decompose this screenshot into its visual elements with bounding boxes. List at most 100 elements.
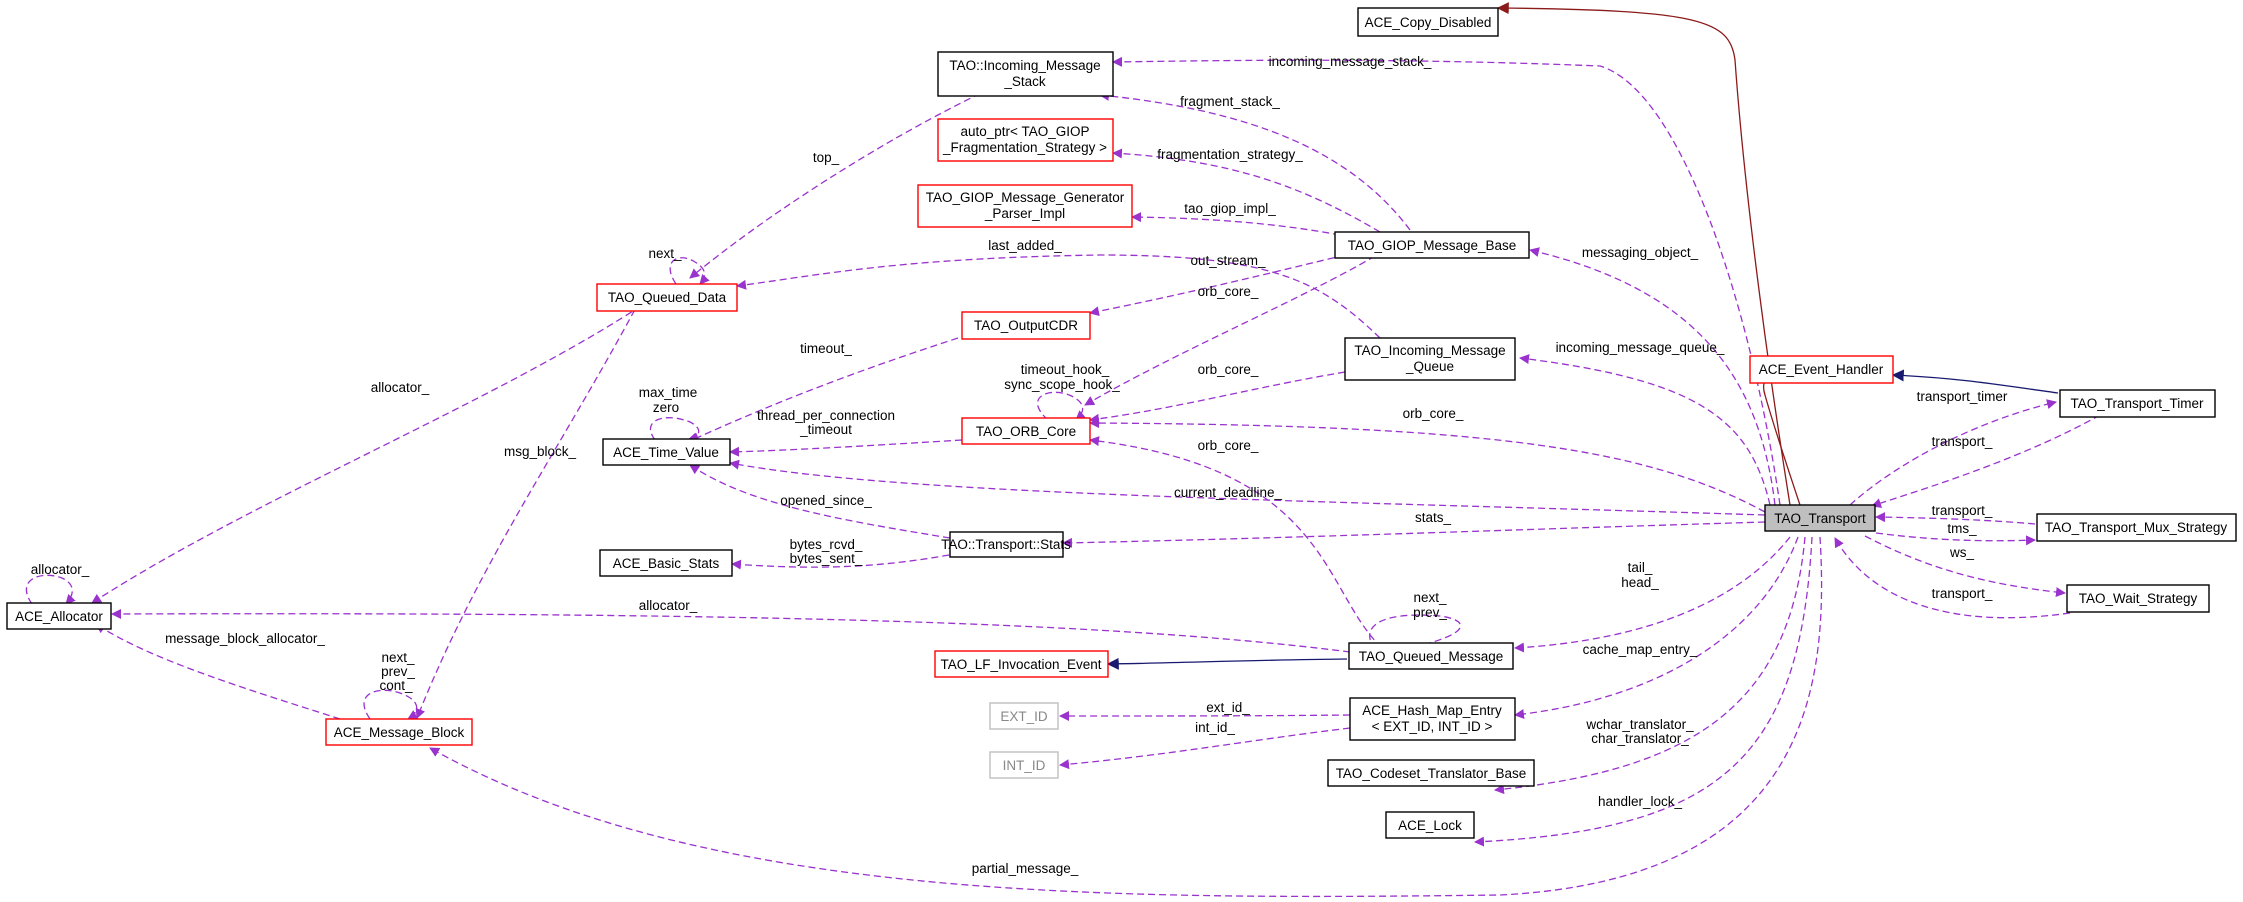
svg-text:EXT_ID: EXT_ID [1000, 709, 1048, 724]
edge-label-msg-block: msg_block_ [504, 444, 577, 459]
svg-text:TAO_Wait_Strategy: TAO_Wait_Strategy [2079, 591, 2198, 606]
svg-text:TAO_Queued_Message: TAO_Queued_Message [1359, 649, 1504, 664]
node-orb-core[interactable]: TAO_ORB_Core [961, 417, 1091, 445]
node-incoming-message-stack[interactable]: TAO::Incoming_Message _Stack [937, 51, 1114, 97]
edge-label-next-message-block: next_ [381, 650, 415, 665]
edge-label-thread-per-connection: thread_per_connection [757, 408, 895, 423]
edge-tail-head: tail_ head_ [1514, 536, 1791, 653]
svg-text:ACE_Copy_Disabled: ACE_Copy_Disabled [1365, 15, 1492, 30]
edge-label-prev-message-block: prev_ [381, 664, 415, 679]
edge-orb-core-4: orb_core_ [1089, 436, 1391, 656]
edge-label-bytes-rcvd: bytes_rcvd_ [790, 537, 863, 552]
edge-transport-from-wait: transport_ [1834, 537, 2071, 619]
edge-label-fragmentation-strategy: fragmentation_strategy_ [1157, 147, 1303, 162]
node-int-id[interactable]: INT_ID [989, 751, 1059, 779]
node-giop-message-base[interactable]: TAO_GIOP_Message_Base [1334, 231, 1530, 259]
svg-text:TAO::Incoming_Message: TAO::Incoming_Message [949, 58, 1100, 73]
node-output-cdr[interactable]: TAO_OutputCDR [961, 311, 1091, 340]
edge-label-out-stream: out_stream_ [1190, 253, 1266, 268]
edge-msg-block: msg_block_ [415, 299, 641, 719]
node-transport-stats[interactable]: TAO::Transport::Stats [941, 531, 1071, 558]
svg-text:_Stack: _Stack [1003, 74, 1046, 89]
node-transport-timer[interactable]: TAO_Transport_Timer [2059, 389, 2216, 418]
node-queued-message[interactable]: TAO_Queued_Message [1348, 642, 1514, 670]
edge-out-stream: out_stream_ [1089, 253, 1346, 317]
edge-label-orb-core-4: orb_core_ [1198, 438, 1259, 453]
edge-int-id: int_id_ [1059, 720, 1351, 770]
svg-text:ACE_Time_Value: ACE_Time_Value [613, 445, 719, 460]
edge-transport-timer: transport_timer [1849, 389, 2057, 506]
edge-label-fragment-stack: fragment_stack_ [1180, 94, 1280, 109]
edge-label-max-time: max_time [639, 385, 698, 400]
edge-message-block-self: next_ prev_ cont_ [363, 650, 419, 720]
edge-label-transport-3: transport_ [1932, 586, 1993, 601]
edge-label-next-queued-data: next_ [648, 246, 682, 261]
edge-current-deadline: current_deadline_ [729, 459, 1766, 516]
edge-label-orb-core-1: orb_core_ [1198, 284, 1259, 299]
svg-text:ACE_Basic_Stats: ACE_Basic_Stats [613, 556, 720, 571]
edge-label-current-deadline: current_deadline_ [1174, 485, 1283, 500]
node-ace-copy-disabled[interactable]: ACE_Copy_Disabled [1357, 7, 1499, 37]
node-ace-time-value[interactable]: ACE_Time_Value [602, 438, 731, 466]
edge-label-next-queued-message: next_ [1413, 590, 1447, 605]
node-transport-mux-strategy[interactable]: TAO_Transport_Mux_Strategy [2036, 513, 2237, 542]
edge-transport-from-timer: transport_ [1871, 414, 2101, 508]
svg-text:TAO_Transport: TAO_Transport [1774, 511, 1866, 526]
edge-fragmentation-strategy: fragmentation_strategy_ [1112, 147, 1381, 233]
edge-transport-inherits-event-handler [1759, 379, 1801, 506]
node-tao-transport[interactable]: TAO_Transport [1764, 504, 1876, 532]
edge-label-last-added: last_added_ [988, 238, 1062, 253]
edge-label-incoming-message-queue: incoming_message_queue_ [1556, 340, 1725, 355]
node-ace-lock[interactable]: ACE_Lock [1385, 811, 1475, 839]
svg-text:TAO_Transport_Mux_Strategy: TAO_Transport_Mux_Strategy [2045, 520, 2228, 535]
edge-label-incoming-message-stack: incoming_message_stack_ [1269, 54, 1432, 69]
edge-label-ext-id: ext_id_ [1206, 700, 1250, 715]
node-incoming-message-queue[interactable]: TAO_Incoming_Message _Queue [1344, 337, 1516, 381]
node-hash-map-entry[interactable]: ACE_Hash_Map_Entry < EXT_ID, INT_ID > [1349, 697, 1516, 741]
node-wait-strategy[interactable]: TAO_Wait_Strategy [2066, 584, 2210, 613]
svg-text:INT_ID: INT_ID [1003, 758, 1046, 773]
edge-label-opened-since: opened_since_ [780, 493, 872, 508]
edge-orb-core-hooks: timeout_hook_ sync_scope_hook_ [1004, 362, 1120, 421]
svg-text:ACE_Hash_Map_Entry: ACE_Hash_Map_Entry [1362, 703, 1502, 718]
svg-text:TAO_GIOP_Message_Base: TAO_GIOP_Message_Base [1348, 238, 1517, 253]
node-ace-basic-stats[interactable]: ACE_Basic_Stats [599, 549, 733, 577]
edge-fragment-stack: fragment_stack_ [1099, 90, 1411, 231]
node-auto-ptr-fragmentation-strategy[interactable]: auto_ptr< TAO_GIOP _Fragmentation_Strate… [937, 118, 1114, 162]
svg-text:_Fragmentation_Strategy >: _Fragmentation_Strategy > [942, 140, 1107, 155]
edge-transport-inherits-copy-disabled [1496, 2, 1791, 506]
edge-label-transport-timer: transport_timer [1917, 389, 2008, 404]
edge-label-messaging-object: messaging_object_ [1582, 245, 1699, 260]
edge-label-orb-core-2: orb_core_ [1198, 362, 1259, 377]
edge-label-cache-map-entry: cache_map_entry_ [1583, 642, 1698, 657]
node-codeset-translator-base[interactable]: TAO_Codeset_Translator_Base [1327, 759, 1535, 787]
edge-orb-core-1: orb_core_ [1084, 255, 1376, 406]
edge-label-timeout: timeout_ [800, 341, 852, 356]
node-ext-id[interactable]: EXT_ID [989, 702, 1059, 730]
edge-transport-from-mux: transport_ [1875, 503, 2036, 525]
node-event-handler[interactable]: ACE_Event_Handler [1749, 355, 1894, 384]
node-ace-allocator[interactable]: ACE_Allocator [6, 602, 112, 630]
edge-top: top_ [689, 83, 1001, 279]
edge-translators: wchar_translator_ char_translator_ [1494, 536, 1806, 795]
svg-text:TAO_GIOP_Message_Generator: TAO_GIOP_Message_Generator [926, 190, 1125, 205]
edge-handler-lock: handler_lock_ [1474, 536, 1813, 847]
edge-label-timeout-2: _timeout [799, 422, 852, 437]
svg-text:TAO_ORB_Core: TAO_ORB_Core [976, 424, 1076, 439]
edge-cache-map-entry: cache_map_entry_ [1514, 536, 1799, 719]
svg-text:TAO_Incoming_Message: TAO_Incoming_Message [1354, 343, 1505, 358]
svg-text:TAO_Transport_Timer: TAO_Transport_Timer [2070, 396, 2204, 411]
edge-label-sync-scope-hook: sync_scope_hook_ [1004, 377, 1120, 392]
edge-label-tms: tms_ [1947, 521, 1977, 536]
edge-label-allocator-queued-message: allocator_ [639, 598, 698, 613]
edge-label-top: top_ [813, 150, 840, 165]
svg-text:< EXT_ID, INT_ID >: < EXT_ID, INT_ID > [1372, 719, 1493, 734]
node-giop-message-generator-parser[interactable]: TAO_GIOP_Message_Generator _Parser_Impl [917, 184, 1133, 228]
edge-label-timeout-hook: timeout_hook_ [1021, 362, 1110, 377]
edge-incoming-message-queue: incoming_message_queue_ [1519, 340, 1771, 506]
node-ace-message-block[interactable]: ACE_Message_Block [325, 718, 473, 746]
node-queued-data[interactable]: TAO_Queued_Data [596, 283, 738, 312]
svg-text:auto_ptr< TAO_GIOP: auto_ptr< TAO_GIOP [961, 124, 1090, 139]
node-lf-invocation-event[interactable]: TAO_LF_Invocation_Event [934, 650, 1109, 678]
edge-label-tao-giop-impl: tao_giop_impl_ [1184, 201, 1276, 216]
